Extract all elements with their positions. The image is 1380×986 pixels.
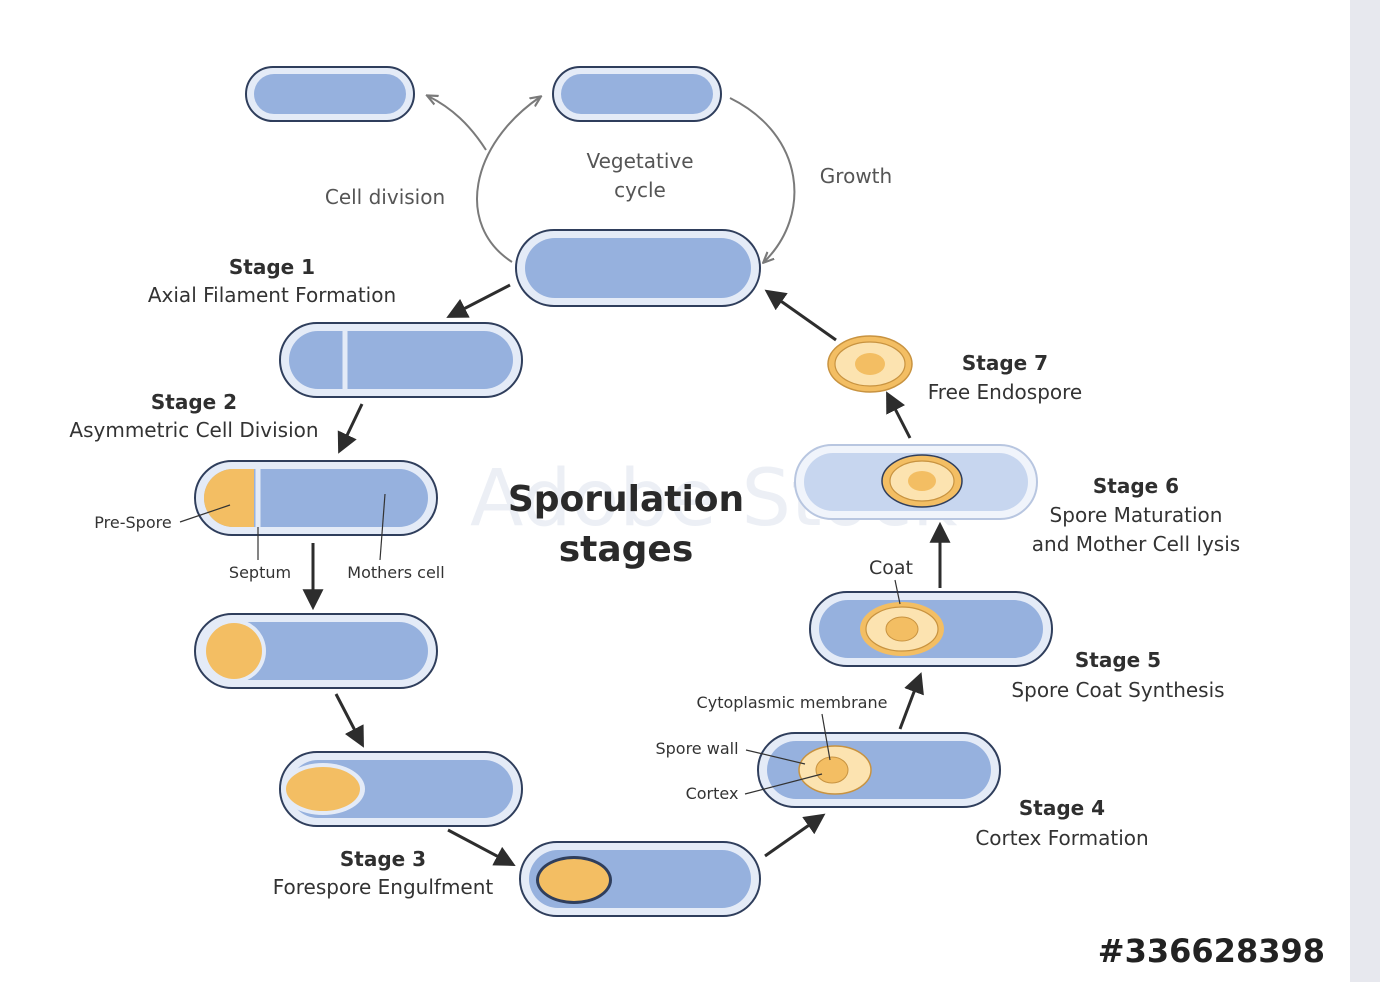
cell-division-split-arrow: [428, 96, 487, 151]
stage7-desc: Free Endospore: [928, 380, 1082, 404]
stage6-desc-1: Spore Maturation: [1050, 503, 1223, 527]
stage2-title: Stage 2: [151, 390, 237, 414]
stage3-desc: Forespore Engulfment: [273, 875, 494, 899]
stage1-desc: Axial Filament Formation: [148, 283, 396, 307]
arrow-to-stage1: [446, 283, 511, 318]
growth-arrow: [729, 97, 796, 262]
arrow-to-engulf-mid: [334, 693, 364, 748]
cell-division-arrow: [476, 97, 540, 263]
arrow-to-stage7: [886, 391, 912, 439]
stock-id: #336628398: [1098, 932, 1325, 970]
free-endospore: [827, 335, 913, 393]
cell-vegetative-main: [515, 229, 761, 307]
cytoplasmic-membrane-label: Cytoplasmic membrane: [697, 693, 888, 712]
pre-spore-label: Pre-Spore: [94, 513, 171, 532]
arrow-to-stage5: [898, 672, 924, 730]
diagram-canvas: Adobe Stock Vegetative cycle Cell divisi…: [69, 66, 1325, 970]
vegetative-label-2: cycle: [614, 178, 666, 202]
arrow-to-stage4: [764, 813, 826, 858]
stage5-desc: Spore Coat Synthesis: [1011, 678, 1224, 702]
stage6-title: Stage 6: [1093, 474, 1179, 498]
cell-stage4: [757, 732, 1001, 808]
arrow-to-vegetative: [764, 289, 837, 342]
vegetative-label-1: Vegetative: [586, 149, 693, 173]
cell-stage3: [519, 841, 761, 917]
diagram-title-line1: Sporulation: [508, 479, 744, 520]
cell-stage2: [194, 460, 438, 536]
stage5-title: Stage 5: [1075, 648, 1161, 672]
stage4-title: Stage 4: [1019, 796, 1105, 820]
stage3-title: Stage 3: [340, 847, 426, 871]
spore-wall-label: Spore wall: [655, 739, 738, 758]
cell-stage1: [279, 322, 523, 398]
scrollbar[interactable]: [1350, 0, 1380, 982]
growth-label: Growth: [820, 164, 892, 188]
diagram-title-line2: stages: [559, 529, 694, 570]
mothers-cell-label: Mothers cell: [347, 563, 444, 582]
stage1-title: Stage 1: [229, 255, 315, 279]
cell-stage5: [809, 591, 1053, 667]
stage2-desc: Asymmetric Cell Division: [69, 418, 318, 442]
stage4-desc: Cortex Formation: [975, 826, 1148, 850]
cell-engulfment-mid: [279, 751, 523, 827]
cortex-label: Cortex: [686, 784, 739, 803]
arrow-to-stage2: [337, 403, 364, 454]
cell-division-label: Cell division: [325, 185, 445, 209]
cell-stage6: [794, 444, 1038, 520]
septum-label: Septum: [229, 563, 291, 582]
cell-vegetative-top: [552, 66, 722, 122]
coat-label: Coat: [869, 557, 913, 579]
stage7-title: Stage 7: [962, 351, 1048, 375]
cell-daughter: [245, 66, 415, 122]
stage6-desc-2: and Mother Cell lysis: [1032, 532, 1240, 556]
arrow-to-stage3: [447, 828, 516, 866]
cell-engulfment-start: [194, 613, 438, 689]
